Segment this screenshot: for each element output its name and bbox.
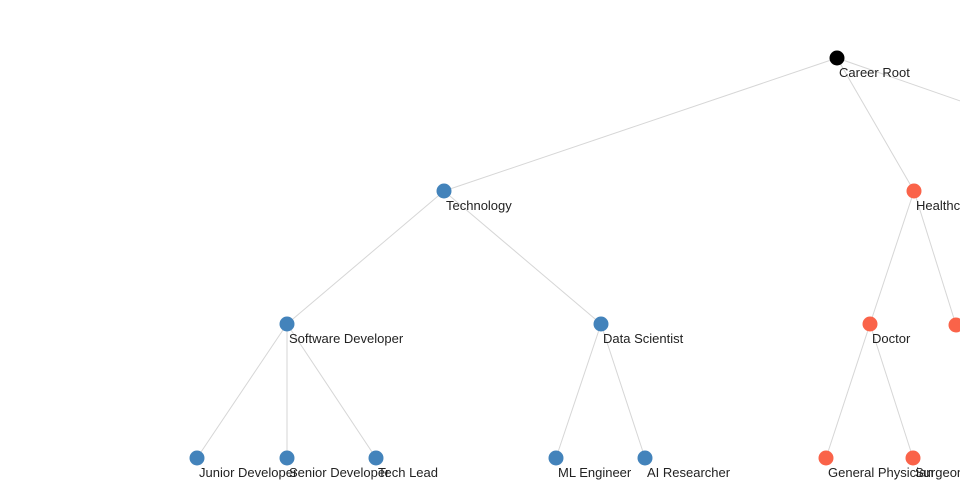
edge-data-scientist-ai-researcher bbox=[600, 323, 646, 459]
edge-technology-software-developer bbox=[286, 190, 445, 325]
node-label-career-root: Career Root bbox=[839, 65, 910, 80]
node-label-junior-developer: Junior Developer bbox=[199, 465, 298, 480]
node-label-ai-researcher: AI Researcher bbox=[647, 465, 731, 480]
edge-technology-data-scientist bbox=[443, 190, 602, 325]
node-healthcare-child-right[interactable] bbox=[948, 317, 960, 333]
node-doctor[interactable] bbox=[862, 316, 878, 332]
edge-healthcare-doctor bbox=[869, 190, 915, 325]
node-label-ml-engineer: ML Engineer bbox=[558, 465, 632, 480]
node-label-healthcare: Healthcare bbox=[916, 198, 960, 213]
node-tech-lead[interactable] bbox=[368, 450, 384, 466]
edge-career-root-technology bbox=[443, 57, 838, 192]
node-label-doctor: Doctor bbox=[872, 331, 911, 346]
edge-doctor-general-physician bbox=[825, 323, 871, 459]
node-junior-developer[interactable] bbox=[189, 450, 205, 466]
node-label-technology: Technology bbox=[446, 198, 512, 213]
node-ml-engineer[interactable] bbox=[548, 450, 564, 466]
node-career-root[interactable] bbox=[829, 50, 845, 66]
node-label-surgeon: Surgeon bbox=[915, 465, 960, 480]
node-label-data-scientist: Data Scientist bbox=[603, 331, 684, 346]
node-healthcare[interactable] bbox=[906, 183, 922, 199]
edge-career-root-offscreen-right bbox=[836, 57, 960, 102]
edge-career-root-healthcare bbox=[836, 57, 915, 192]
node-data-scientist[interactable] bbox=[593, 316, 609, 332]
node-label-software-developer: Software Developer bbox=[289, 331, 404, 346]
node-senior-developer[interactable] bbox=[279, 450, 295, 466]
node-surgeon[interactable] bbox=[905, 450, 921, 466]
node-label-tech-lead: Tech Lead bbox=[378, 465, 438, 480]
edge-doctor-surgeon bbox=[869, 323, 914, 459]
node-software-developer[interactable] bbox=[279, 316, 295, 332]
node-technology[interactable] bbox=[436, 183, 452, 199]
node-ai-researcher[interactable] bbox=[637, 450, 653, 466]
node-general-physician[interactable] bbox=[818, 450, 834, 466]
node-label-general-physician: General Physician bbox=[828, 465, 934, 480]
node-label-senior-developer: Senior Developer bbox=[289, 465, 390, 480]
edge-software-developer-junior-developer bbox=[196, 323, 288, 459]
edge-data-scientist-ml-engineer bbox=[555, 323, 602, 459]
edge-software-developer-tech-lead bbox=[286, 323, 377, 459]
edge-healthcare-healthcare-child-right bbox=[913, 190, 957, 326]
